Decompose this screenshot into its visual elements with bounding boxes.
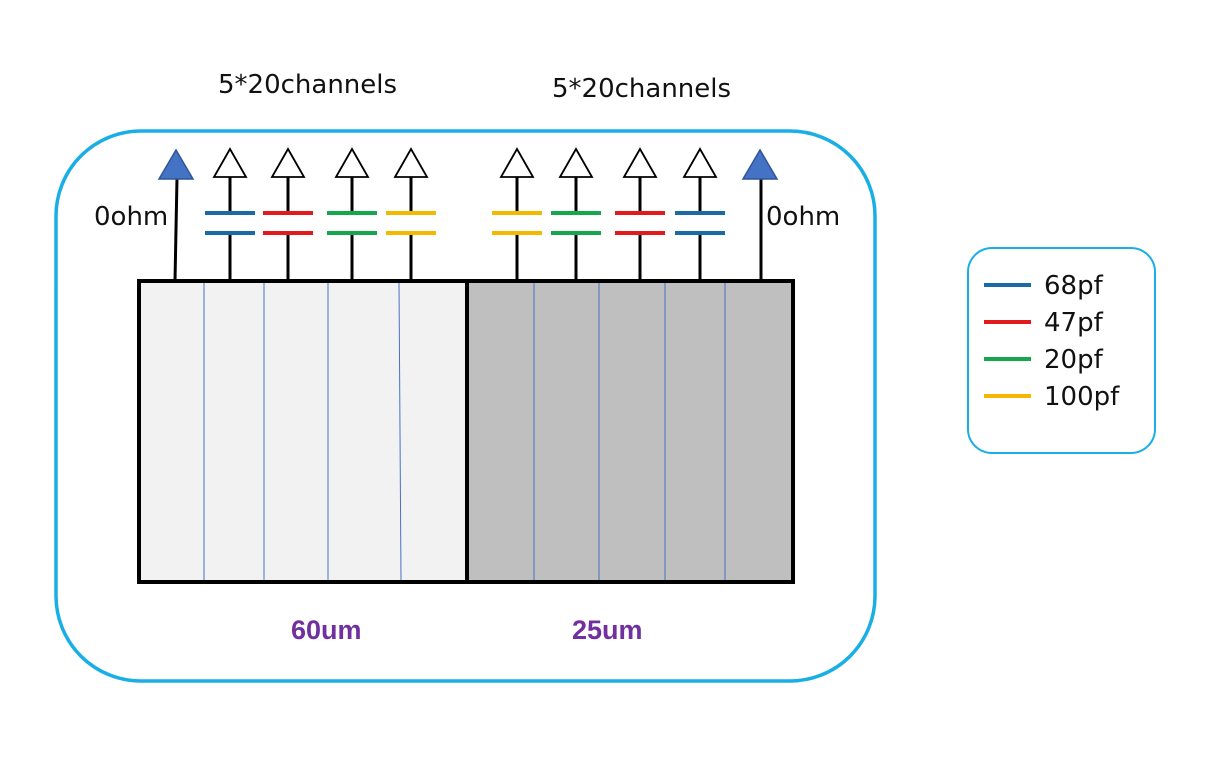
- ground-connection-right: [741, 148, 779, 281]
- readout-triangle-icon: [393, 147, 429, 178]
- legend-label: 68pf: [1044, 271, 1104, 301]
- sensor-right-title: 5*20channels: [552, 74, 731, 104]
- sensor-right: [465, 279, 795, 584]
- readout-triangle-icon: [499, 147, 535, 178]
- readout-triangle-icon: [334, 147, 370, 178]
- board-outline: [54, 129, 877, 683]
- grounded-triangle-icon: [157, 148, 195, 180]
- sensor-right-pitch-label: 25um: [572, 615, 643, 645]
- strip-line: [398, 282, 402, 581]
- sensor-right-resistor-label: 0ohm: [766, 202, 840, 232]
- sensor-left-pitch-label: 60um: [291, 615, 362, 645]
- legend: 68pf 47pf 20pf 100pf: [967, 247, 1156, 454]
- channel-100pf: [386, 147, 436, 281]
- readout-triangle-icon: [682, 147, 718, 178]
- readout-triangle-icon: [558, 147, 594, 178]
- sensor-left-body: [137, 279, 469, 584]
- readout-triangle-icon: [622, 147, 658, 178]
- grounded-triangle-icon: [741, 148, 779, 180]
- channel-68pf: [675, 147, 725, 281]
- legend-items: 68pf 47pf 20pf 100pf: [984, 271, 1120, 412]
- readout-triangle-icon: [212, 147, 248, 178]
- channel-68pf: [205, 147, 255, 281]
- sensor-left-title: 5*20channels: [218, 70, 397, 100]
- sensor-left-resistor-label: 0ohm: [94, 202, 168, 232]
- capacitor-channels: [205, 147, 725, 281]
- legend-box: [967, 247, 1156, 454]
- readout-triangle-icon: [270, 147, 306, 178]
- sensor-left: [137, 279, 469, 584]
- channel-20pf: [551, 147, 601, 281]
- channel-100pf: [492, 147, 542, 281]
- sensor-right-body: [465, 279, 795, 584]
- channel-47pf: [263, 147, 313, 281]
- legend-label: 47pf: [1044, 308, 1104, 338]
- legend-label: 20pf: [1044, 345, 1104, 375]
- legend-label: 100pf: [1044, 382, 1120, 412]
- channel-47pf: [615, 147, 665, 281]
- ground-connection-left: [157, 148, 195, 282]
- channel-20pf: [327, 147, 377, 281]
